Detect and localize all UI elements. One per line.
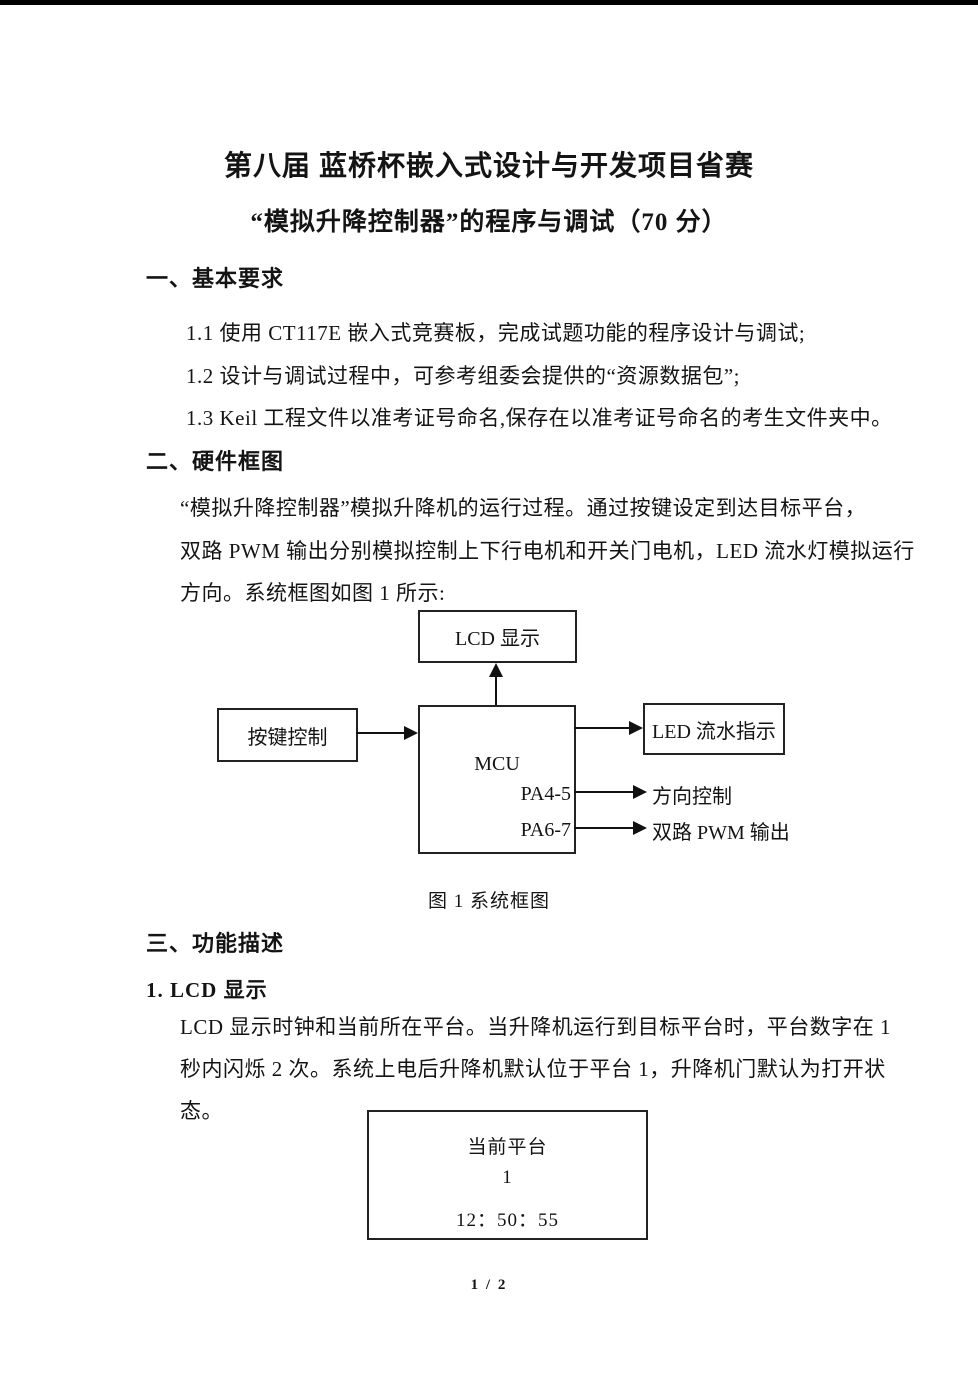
paragraph-line: 态。	[180, 1099, 223, 1123]
diagram-box-led-label: LED 流水指示	[652, 720, 776, 743]
requirement-item: 1.2 设计与调试过程中，可参考组委会提供的“资源数据包”;	[186, 364, 740, 388]
figure-1-caption: 图 1 系统框图	[427, 891, 550, 912]
diagram-box-keys: 按键控制	[217, 708, 358, 762]
arrow-head-right-icon	[404, 726, 418, 740]
output-label-pwm: 双路 PWM 输出	[652, 822, 790, 844]
page-number: 1 / 2	[470, 1277, 508, 1293]
arrow-head-right-icon	[633, 821, 647, 835]
diagram-box-lcd: LCD 显示	[418, 610, 577, 663]
diagram-box-mcu: MCU PA4-5 PA6-7	[418, 705, 576, 854]
mcu-pin-pa45: PA4-5	[520, 783, 571, 805]
paragraph-line: 秒内闪烁 2 次。系统上电后升降机默认位于平台 1，升降机门默认为打开状	[180, 1057, 886, 1081]
arrow-head-right-icon	[633, 785, 647, 799]
doc-title: 第八届 蓝桥杯嵌入式设计与开发项目省赛	[223, 151, 754, 182]
paragraph-line: “模拟升降控制器”模拟升降机的运行过程。通过按键设定到达目标平台，	[180, 496, 867, 520]
paragraph-line: 方向。系统框图如图 1 所示:	[180, 581, 446, 605]
subsection-1-heading: 1. LCD 显示	[146, 978, 268, 1002]
arrow-head-right-icon	[629, 721, 643, 735]
lcd-screen-line-clock: 12：50：55	[455, 1210, 559, 1231]
lcd-screen-line-platform: 当前平台	[467, 1137, 548, 1158]
arrow-shaft	[495, 676, 497, 705]
lcd-screen-mockup: 当前平台 1 12：50：55	[367, 1110, 648, 1240]
section-1-heading: 一、基本要求	[146, 266, 285, 291]
diagram-box-keys-label: 按键控制	[247, 726, 328, 749]
arrow-shaft	[356, 732, 404, 734]
section-2-heading: 二、硬件框图	[146, 449, 285, 474]
mcu-pin-pa67: PA6-7	[520, 819, 571, 841]
section-3-heading: 三、功能描述	[146, 931, 285, 956]
arrow-head-up-icon	[489, 663, 503, 677]
output-label-direction: 方向控制	[652, 786, 732, 808]
requirement-item: 1.3 Keil 工程文件以准考证号命名,保存在以准考证号命名的考生文件夹中。	[186, 406, 893, 430]
arrow-shaft	[574, 827, 633, 829]
lcd-screen-line-number: 1	[502, 1167, 513, 1188]
arrow-shaft	[574, 791, 633, 793]
paragraph-line: 双路 PWM 输出分别模拟控制上下行电机和开关门电机，LED 流水灯模拟运行	[180, 539, 915, 563]
arrow-shaft	[574, 727, 629, 729]
doc-subtitle: “模拟升降控制器”的程序与调试（70 分）	[250, 209, 728, 236]
diagram-box-led: LED 流水指示	[643, 703, 785, 755]
requirement-item: 1.1 使用 CT117E 嵌入式竞赛板，完成试题功能的程序设计与调试;	[186, 321, 806, 345]
top-border	[0, 0, 978, 5]
mcu-label: MCU	[474, 753, 520, 775]
paragraph-line: LCD 显示时钟和当前所在平台。当升降机运行到目标平台时，平台数字在 1	[180, 1015, 891, 1039]
diagram-box-lcd-label: LCD 显示	[455, 628, 540, 650]
